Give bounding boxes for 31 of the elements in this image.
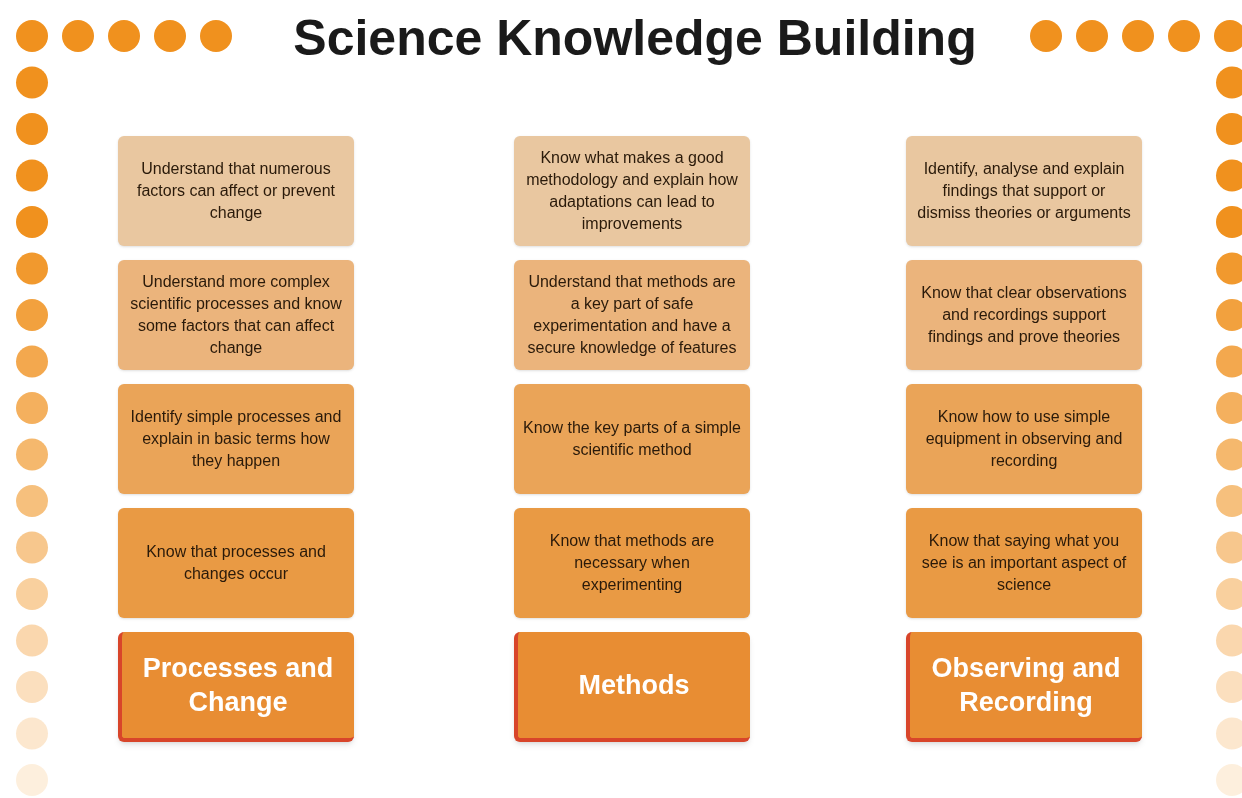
category-box — [118, 632, 354, 742]
title: Science Knowledge Building — [292, 9, 978, 68]
level-box — [514, 508, 750, 618]
box-text: Know the key parts of a simple scientific method — [522, 418, 742, 460]
level-box — [514, 136, 750, 246]
level-box — [514, 260, 750, 370]
category-label: Processes and Change — [141, 652, 335, 719]
box-text: Know that saying what you see is an important aspect of science — [920, 531, 1128, 595]
box-text: Understand more complex scientific processes and know some factors that can affect change — [129, 272, 343, 358]
box-text: Understand that methods are a key part of safe experimentation and have a secure knowledge of features — [526, 272, 738, 358]
category-label: Methods — [578, 669, 690, 702]
level-box — [906, 260, 1142, 370]
box-text: Know that processes and changes occur — [145, 542, 327, 584]
box-text: Know that clear observations and recordings support findings and prove theories — [920, 283, 1128, 347]
box-text: Identify simple processes and explain in basic terms how they happen — [129, 407, 343, 471]
category-box — [514, 632, 750, 742]
box-text: Identify, analyse and explain findings that support or dismiss theories or arguments — [916, 159, 1132, 223]
box-text: Know how to use simple equipment in observing and recording — [924, 407, 1124, 471]
box-text: Know what makes a good methodology and explain how adaptations can lead to improvements — [525, 148, 739, 234]
level-box — [118, 136, 354, 246]
box-text: Know that methods are necessary when experimenting — [548, 531, 716, 595]
category-box — [906, 632, 1142, 742]
level-box — [906, 508, 1142, 618]
level-box — [906, 136, 1142, 246]
level-box — [118, 384, 354, 494]
category-label: Observing and Recording — [930, 652, 1122, 719]
level-box — [118, 260, 354, 370]
level-box — [118, 508, 354, 618]
level-box — [514, 384, 750, 494]
level-box — [906, 384, 1142, 494]
box-text: Understand that numerous factors can affect or prevent change — [136, 159, 336, 223]
